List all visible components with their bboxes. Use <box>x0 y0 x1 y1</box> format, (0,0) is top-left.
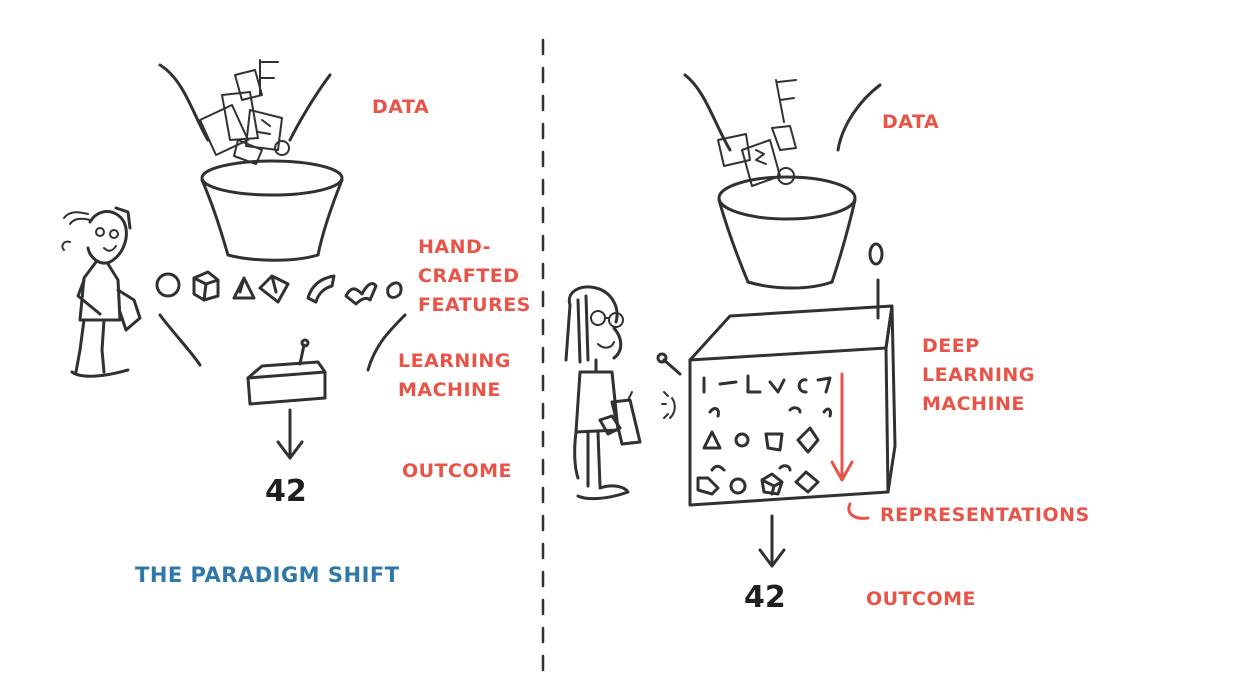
representations-red-arrow <box>830 372 870 520</box>
learning-machine-line-2: MACHINE <box>398 379 501 401</box>
right-data-label: DATA <box>882 111 940 133</box>
paradigm-shift-title: THE PARADIGM SHIFT <box>135 563 400 587</box>
right-funnel-bucket <box>717 175 857 290</box>
right-funnel-arms <box>683 73 882 152</box>
representations-label: REPRESENTATIONS <box>880 504 1090 526</box>
learning-machine-box <box>246 338 327 406</box>
internal-representations <box>696 374 832 496</box>
left-data-documents-icon <box>199 59 290 165</box>
deep-learning-machine-box <box>656 242 897 507</box>
deep-learning-machine-label: DEEP LEARNING MACHINE <box>922 332 1035 419</box>
left-down-arrow <box>276 408 304 460</box>
right-character-scientist <box>564 285 642 501</box>
right-down-arrow <box>758 514 786 568</box>
deep-learning-line-3: MACHINE <box>922 393 1025 415</box>
learning-machine-label: LEARNING MACHINE <box>398 347 511 405</box>
learning-machine-line-1: LEARNING <box>398 350 511 372</box>
left-funnel-arms <box>158 63 332 142</box>
hand-crafted-feature-shapes <box>155 270 403 306</box>
right-data-documents-icon <box>717 79 797 187</box>
right-outcome-label: OUTCOME <box>866 588 977 610</box>
features-label-line-1: HAND- <box>418 236 492 258</box>
deep-learning-line-1: DEEP <box>922 335 980 357</box>
left-outcome-label: OUTCOME <box>402 460 513 482</box>
left-data-label: DATA <box>372 96 430 118</box>
left-outcome-value: 42 <box>265 474 307 509</box>
right-outcome-value: 42 <box>744 580 786 615</box>
features-label-line-3: FEATURES <box>418 294 531 316</box>
left-lower-funnel-arms <box>158 313 407 372</box>
deep-learning-line-2: LEARNING <box>922 364 1035 386</box>
features-label-line-2: CRAFTED <box>418 265 520 287</box>
left-character-engineer <box>61 206 142 378</box>
hand-crafted-features-label: HAND- CRAFTED FEATURES <box>418 233 531 320</box>
left-funnel-bucket <box>200 159 344 262</box>
